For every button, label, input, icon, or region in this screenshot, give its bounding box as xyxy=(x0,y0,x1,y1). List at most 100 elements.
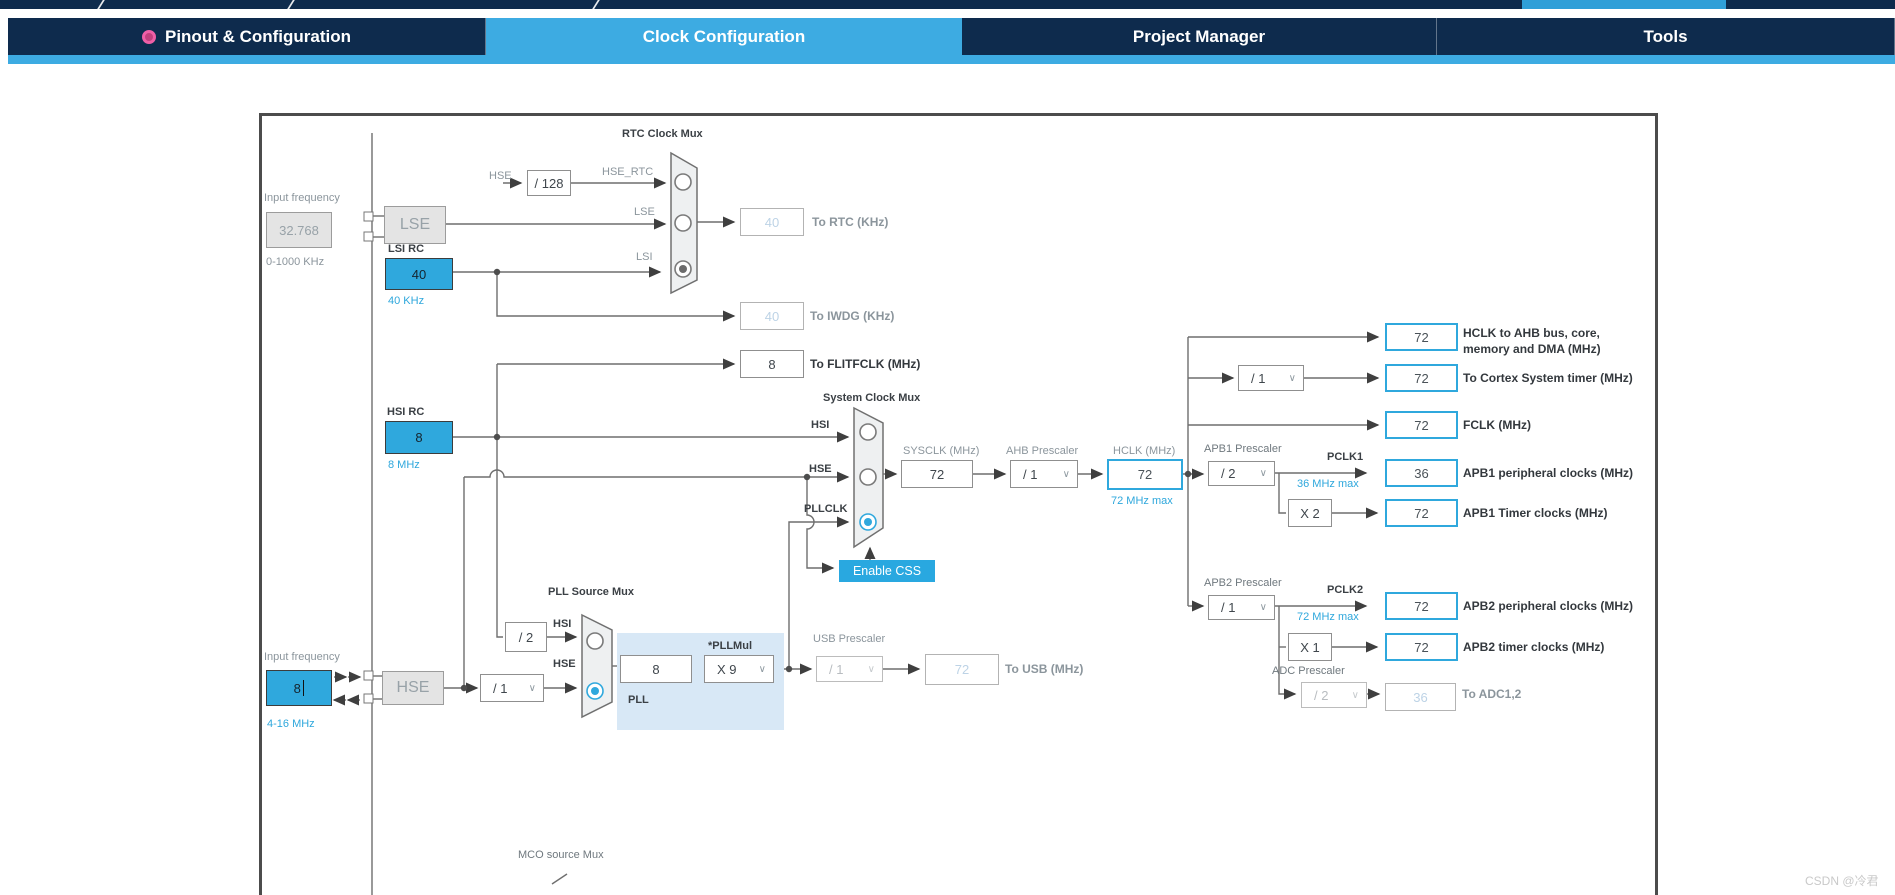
chevron-down-icon: ∨ xyxy=(1259,468,1267,479)
value: HSE xyxy=(396,679,430,696)
usb-prescaler-title: USB Prescaler xyxy=(813,633,886,645)
clock-toolbar: Resolve Clock Issues xyxy=(0,64,1895,169)
tab-label: Project Manager xyxy=(1132,26,1266,46)
cortex-timer-label: To Cortex System timer (MHz) xyxy=(1463,371,1633,385)
tab-tools[interactable]: Tools xyxy=(1437,18,1895,55)
tab-pinout[interactable]: Pinout & Configuration xyxy=(8,18,486,55)
pll-title: PLL xyxy=(628,694,649,706)
value: 8 xyxy=(768,356,776,372)
cortex-prescaler-select[interactable]: / 1∨ xyxy=(1238,365,1304,391)
hse-block: HSE xyxy=(382,671,444,705)
hsi-freq-label: 8 MHz xyxy=(388,459,420,471)
value: / 2 xyxy=(518,629,534,645)
value: 8 xyxy=(415,430,423,445)
tab-label: Tools xyxy=(1643,26,1688,46)
value: 72 xyxy=(1414,505,1429,521)
tab-clock[interactable]: Clock Configuration xyxy=(486,18,962,55)
value: / 1 xyxy=(1251,370,1266,386)
sysclk-value[interactable]: 72 xyxy=(901,460,973,488)
adc-prescaler-select: / 2∨ xyxy=(1301,682,1367,708)
hsi-rc-block: 8 xyxy=(385,421,453,454)
hse-range-label: 4-16 MHz xyxy=(267,718,315,730)
apb1-timer-multiplier: X 2 xyxy=(1288,499,1332,527)
value: / 1 xyxy=(829,661,844,677)
hse-rtc-port-label: HSE_RTC xyxy=(602,166,654,178)
chevron-down-icon: ∨ xyxy=(528,682,536,694)
value: X 2 xyxy=(1300,505,1320,521)
mco-mux-title: MCO source Mux xyxy=(518,849,604,861)
top-window-strip xyxy=(0,0,1895,9)
lsi-rc-title: LSI RC xyxy=(388,243,425,255)
value: 8 xyxy=(293,680,301,696)
apb1-prescaler-select[interactable]: / 2 ∨ xyxy=(1208,461,1275,486)
apb2-timer-label: APB2 timer clocks (MHz) xyxy=(1463,640,1605,654)
to-usb-value: 72 xyxy=(925,654,999,685)
apb2-peripheral-label: APB2 peripheral clocks (MHz) xyxy=(1463,599,1634,613)
fclk-value[interactable]: 72 xyxy=(1385,411,1458,439)
pclk1-max-label: 36 MHz max xyxy=(1297,478,1359,490)
fclk-label: FCLK (MHz) xyxy=(1463,418,1531,432)
ahb-prescaler-select[interactable]: / 1 ∨ xyxy=(1010,460,1078,488)
adc-value: 36 xyxy=(1385,683,1456,711)
cortex-timer-value[interactable]: 72 xyxy=(1385,364,1458,392)
apb2-prescaler-title: APB2 Prescaler xyxy=(1204,577,1282,589)
apb1-peripheral-value[interactable]: 36 xyxy=(1385,459,1458,487)
enable-css-button[interactable]: Enable CSS xyxy=(839,560,935,582)
chevron-down-icon: ∨ xyxy=(1259,602,1267,613)
hclk-max-label: 72 MHz max xyxy=(1111,495,1173,507)
hse-prediv-select[interactable]: / 1∨ xyxy=(480,674,544,702)
pll-mux-title: PLL Source Mux xyxy=(548,586,634,598)
apb2-timer-value[interactable]: 72 xyxy=(1385,633,1458,661)
lsi-rc-block: 40 xyxy=(385,258,453,290)
hse-port-label: HSE xyxy=(489,170,512,182)
pllmul-select[interactable]: X 9∨ xyxy=(704,655,774,683)
tab-label: Clock Configuration xyxy=(642,26,806,46)
hclk-ahb-value[interactable]: 72 xyxy=(1385,323,1458,351)
ahb-prescaler-title: AHB Prescaler xyxy=(1006,445,1079,457)
sys-hsi-port: HSI xyxy=(811,419,830,431)
value: 72 xyxy=(1414,370,1429,386)
sys-hse-port: HSE xyxy=(809,463,832,475)
lsi-port-label: LSI xyxy=(636,251,653,263)
hclk-ahb-label-2: memory and DMA (MHz) xyxy=(1463,342,1601,356)
apb2-prescaler-select[interactable]: / 1∨ xyxy=(1208,595,1275,620)
value: / 2 xyxy=(1221,466,1236,481)
hsi-rc-title: HSI RC xyxy=(387,406,425,418)
tab-label: Pinout & Configuration xyxy=(164,26,352,46)
apb2-peripheral-value[interactable]: 72 xyxy=(1385,592,1458,620)
lse-block: LSE xyxy=(384,206,446,244)
value: / 1 xyxy=(1023,466,1038,482)
value: LSE xyxy=(399,216,431,233)
hse-input-frequency-field[interactable]: 8 xyxy=(266,670,332,706)
mode-tab-bar: Pinout & Configuration Clock Configuratio… xyxy=(0,18,1895,55)
chevron-down-icon: ∨ xyxy=(1062,468,1070,480)
value: / 2 xyxy=(1314,687,1329,703)
value: 40 xyxy=(764,214,780,230)
to-iwdg-value: 40 xyxy=(740,302,804,330)
watermark: CSDN @冷君 xyxy=(1805,874,1879,888)
hclk-value[interactable]: 72 xyxy=(1107,459,1183,490)
to-flitfclk-value[interactable]: 8 xyxy=(740,350,804,378)
hse-rtc-divider: / 128 xyxy=(527,170,571,196)
tab-project[interactable]: Project Manager xyxy=(962,18,1437,55)
usb-prescaler-select: / 1 ∨ xyxy=(816,656,883,682)
lse-input-frequency-field: 32.768 xyxy=(266,212,332,248)
value: 8 xyxy=(652,661,660,677)
value: 72 xyxy=(954,662,970,677)
hclk-ahb-label-1: HCLK to AHB bus, core, xyxy=(1463,326,1600,340)
value: 72 xyxy=(1414,598,1429,614)
pll-hsi-port: HSI xyxy=(553,618,572,630)
value: 72 xyxy=(929,466,945,482)
sys-mux-title: System Clock Mux xyxy=(823,392,921,404)
chevron-down-icon: ∨ xyxy=(867,663,875,675)
pll-hse-port: HSE xyxy=(553,658,576,670)
value: / 128 xyxy=(534,175,564,191)
pclk2-label: PCLK2 xyxy=(1327,584,1364,596)
lse-input-frequency-label: Input frequency xyxy=(264,192,340,204)
apb2-timer-multiplier: X 1 xyxy=(1288,633,1332,661)
value: 36 xyxy=(1414,465,1429,481)
apb1-timer-value[interactable]: 72 xyxy=(1385,499,1458,527)
to-rtc-value: 40 xyxy=(740,208,804,236)
pll-input-value[interactable]: 8 xyxy=(620,655,692,683)
value: 72 xyxy=(1137,467,1153,482)
